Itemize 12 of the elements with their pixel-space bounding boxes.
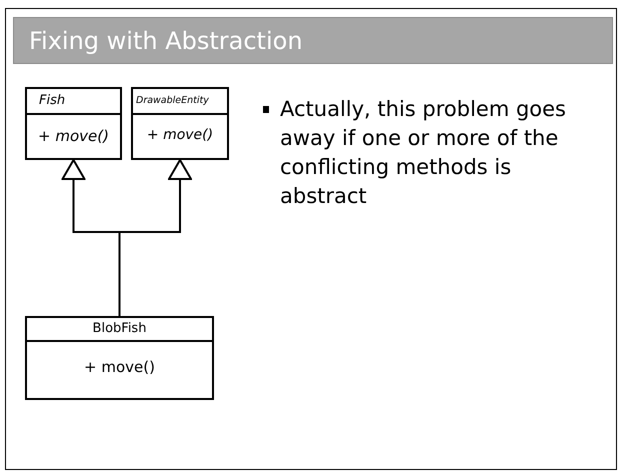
- method-text: + move(): [146, 126, 214, 145]
- inheritance-arrow: [118, 159, 192, 316]
- slide-title: Fixing with Abstraction: [29, 26, 303, 56]
- method-text: + move(): [37, 126, 110, 147]
- method-text: + move(): [83, 357, 156, 378]
- class-name: Fish: [38, 92, 66, 110]
- bullet-text: Actually, this problem goes away if one or more of the conflicting methods is abstract: [280, 96, 568, 210]
- class-name: DrawableEntity: [135, 94, 210, 108]
- class-box: [25, 316, 214, 400]
- class-box: [25, 87, 122, 160]
- class-box: [131, 87, 229, 160]
- class-name: BlobFish: [92, 320, 148, 338]
